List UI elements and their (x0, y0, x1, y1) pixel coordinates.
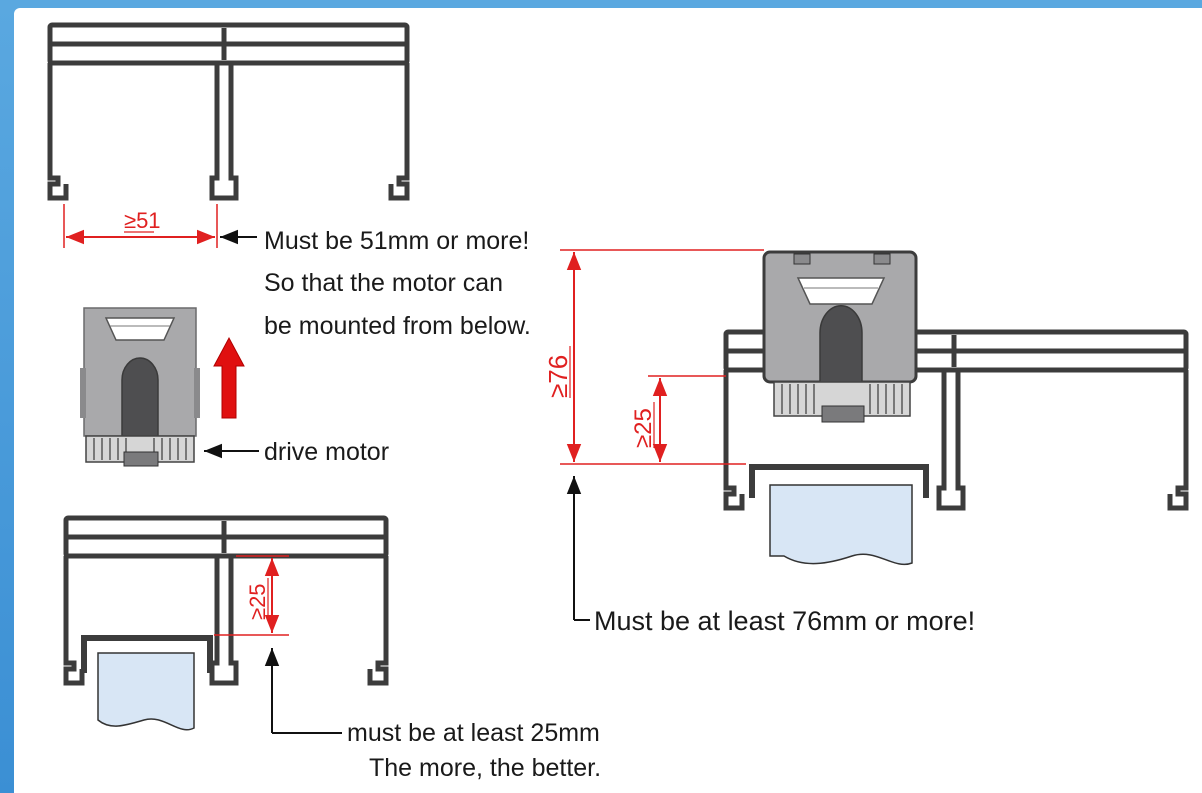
arrow-up-icon (213, 336, 245, 419)
top-gap-dimension: ≥51 (63, 204, 257, 248)
motor-label-pointer: drive motor (204, 438, 389, 466)
bottom-note-line1: must be at least 25mm (347, 719, 600, 747)
right-drive-motor (762, 250, 918, 423)
diagram-canvas: ≥51 Must be 51mm or more! So that the mo… (14, 8, 1202, 793)
top-note-line3: be mounted from below. (264, 312, 531, 340)
right-note: Must be at least 76mm or more! (594, 606, 975, 636)
right-height-dimension: ≥76 (543, 249, 764, 465)
right-gap-dimension: ≥25 (630, 375, 726, 462)
bottom-rail-profile (63, 515, 389, 686)
bottom-carriage (81, 635, 213, 731)
right-gap-label: ≥25 (630, 408, 657, 448)
top-note: Must be 51mm or more! So that the motor … (264, 227, 531, 340)
bottom-gap-dimension: ≥25 (214, 555, 289, 636)
right-note-leader (566, 476, 590, 621)
top-gap-label: ≥51 (124, 208, 161, 233)
right-height-label: ≥76 (543, 355, 573, 398)
top-note-line1: Must be 51mm or more! (264, 227, 529, 255)
bottom-gap-label: ≥25 (245, 583, 270, 620)
top-rail-profile (47, 22, 410, 201)
top-note-line2: So that the motor can (264, 269, 503, 297)
motor-label: drive motor (264, 438, 389, 466)
drive-motor-icon (80, 307, 200, 467)
bottom-note-leader (264, 648, 342, 734)
bottom-note-line2: The more, the better. (369, 754, 601, 782)
installation-diagram: ≥51 Must be 51mm or more! So that the mo… (47, 22, 1189, 782)
bottom-note: must be at least 25mm The more, the bett… (347, 719, 601, 782)
right-carriage (749, 464, 929, 566)
